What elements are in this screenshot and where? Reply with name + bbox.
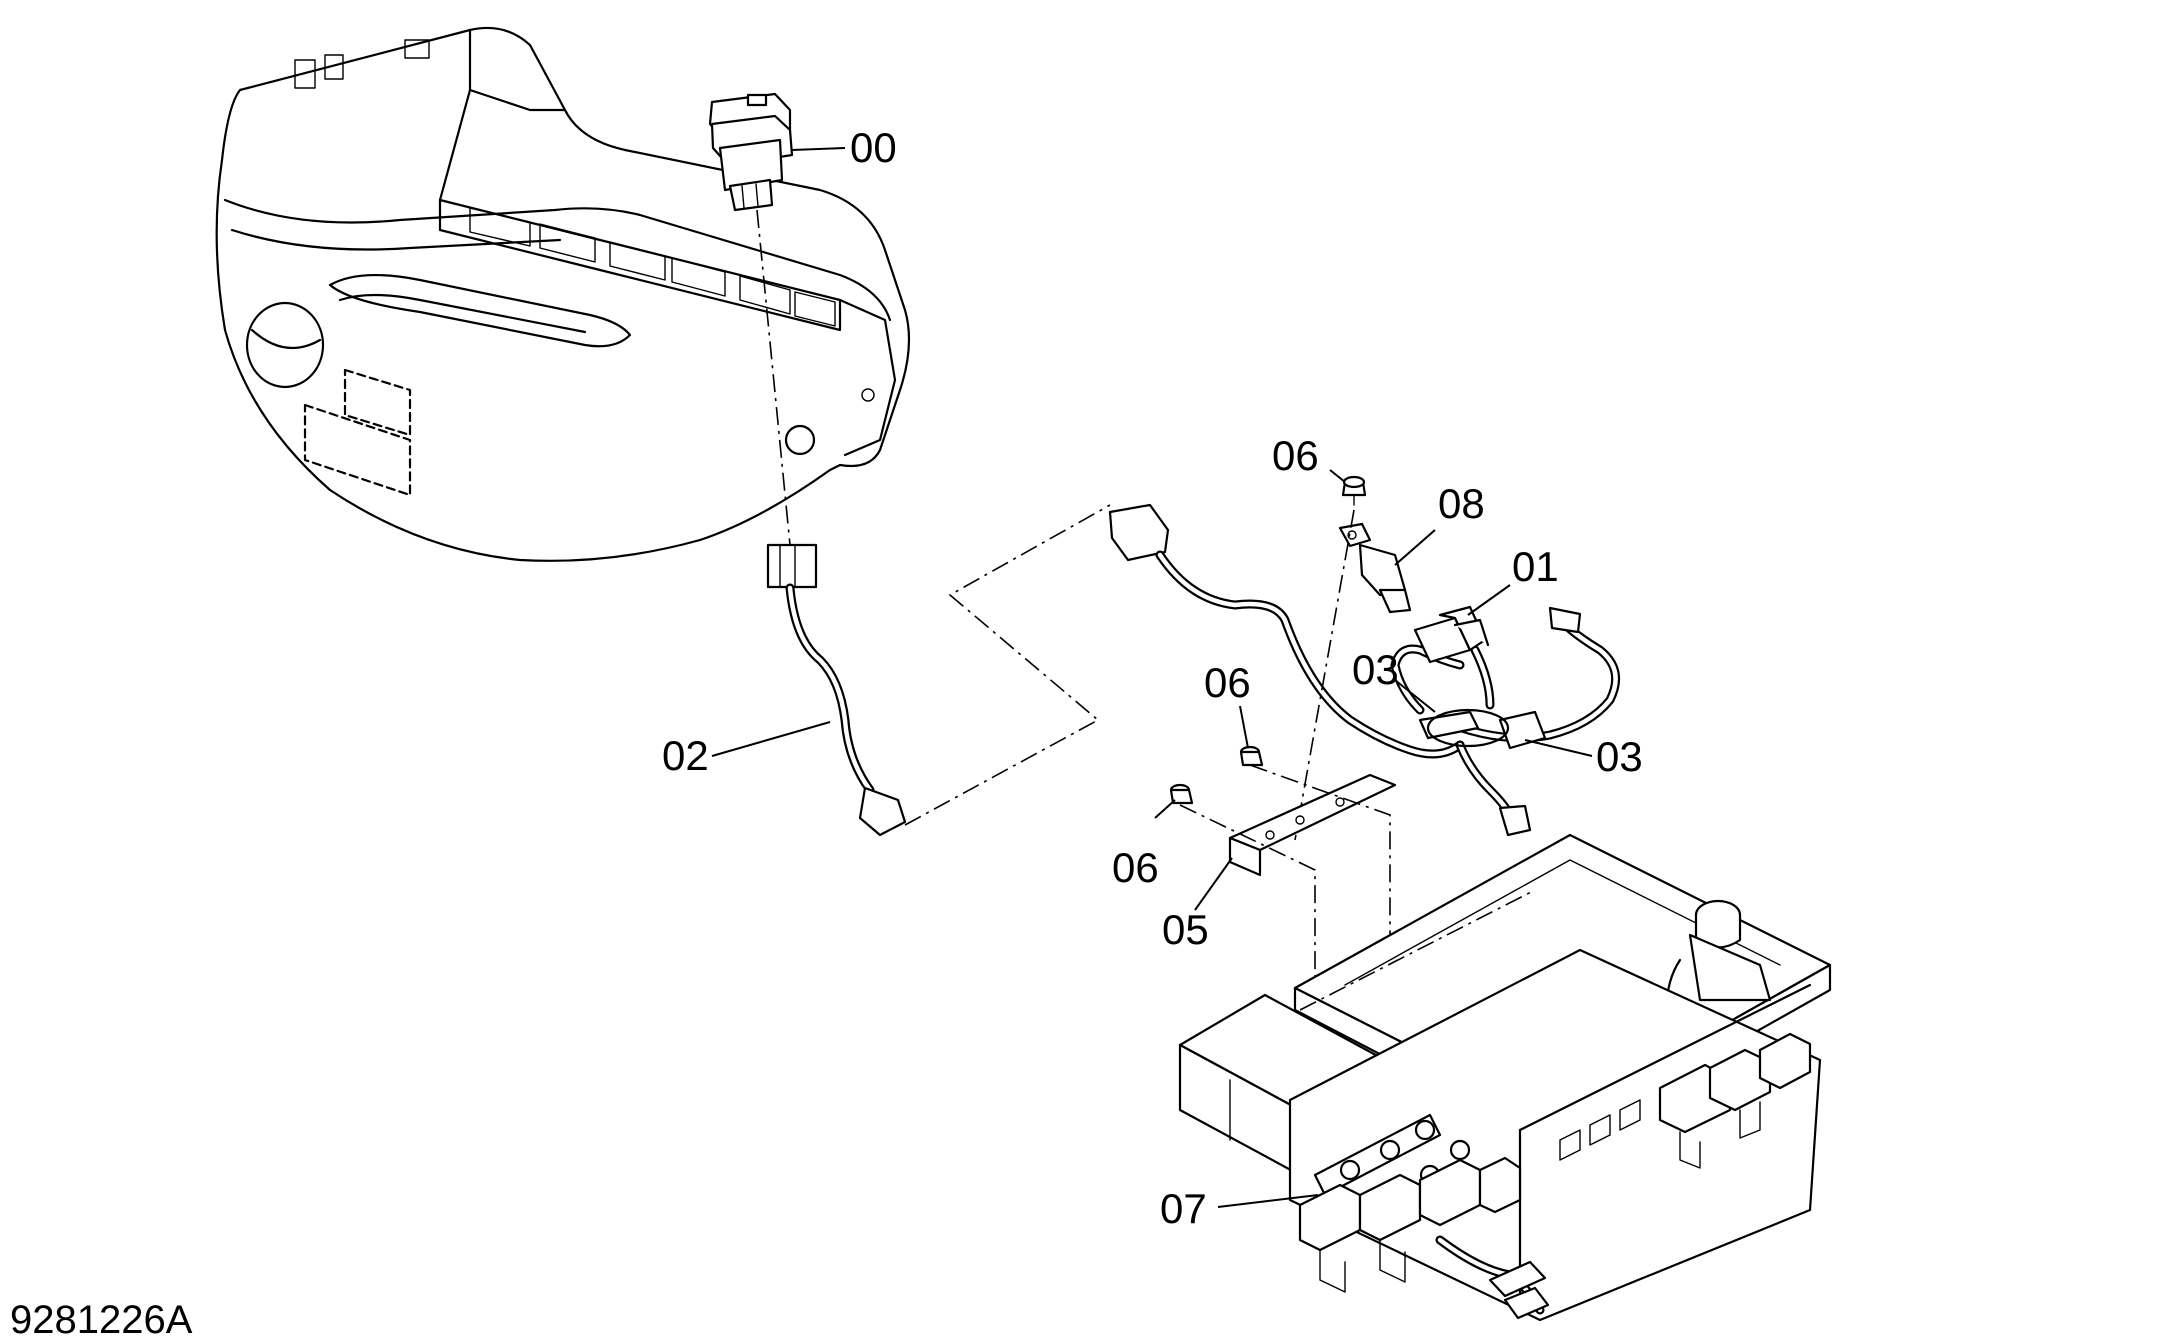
callout-05: 05 bbox=[1162, 906, 1209, 953]
harness-02 bbox=[766, 543, 907, 837]
leader-08 bbox=[1394, 529, 1436, 566]
callout-03-right: 03 bbox=[1596, 733, 1643, 780]
screw-06-lower bbox=[1169, 783, 1194, 805]
callout-03-left: 03 bbox=[1352, 646, 1399, 693]
callout-02: 02 bbox=[662, 732, 709, 779]
callout-06-upper: 06 bbox=[1272, 432, 1319, 479]
screw-06-upper bbox=[1341, 475, 1367, 506]
leader-02 bbox=[711, 721, 831, 757]
leader-07 bbox=[1217, 1194, 1319, 1208]
relay-01 bbox=[1413, 605, 1490, 664]
callout-08: 08 bbox=[1438, 480, 1485, 527]
callout-01: 01 bbox=[1512, 543, 1559, 590]
fuse-relay-box bbox=[1178, 833, 1832, 1322]
leader-06c bbox=[1154, 799, 1176, 819]
rocker-switch-00 bbox=[708, 92, 794, 212]
leader-03b bbox=[1524, 739, 1593, 757]
assembly-line-00 bbox=[756, 209, 791, 546]
bracket-05 bbox=[1228, 773, 1397, 877]
callout-06-middle: 06 bbox=[1204, 659, 1251, 706]
callout-07: 07 bbox=[1160, 1185, 1207, 1232]
leader-05 bbox=[1194, 857, 1233, 911]
callout-00: 00 bbox=[850, 124, 897, 171]
assembly-line-box bbox=[1299, 889, 1536, 1011]
leader-06b bbox=[1239, 705, 1249, 749]
drawing-number: 9281226A bbox=[10, 1298, 193, 1340]
leader-03a bbox=[1394, 679, 1436, 713]
console-housing bbox=[215, 26, 911, 562]
leader-06a bbox=[1329, 469, 1346, 483]
diode-08 bbox=[1338, 522, 1412, 614]
leader-01 bbox=[1467, 584, 1511, 616]
main-wire-harness bbox=[1108, 503, 1621, 837]
assembly-line-02 bbox=[904, 504, 1111, 826]
leader-00 bbox=[791, 147, 846, 151]
screw-06-middle bbox=[1239, 745, 1264, 767]
callout-06-lower: 06 bbox=[1112, 844, 1159, 891]
